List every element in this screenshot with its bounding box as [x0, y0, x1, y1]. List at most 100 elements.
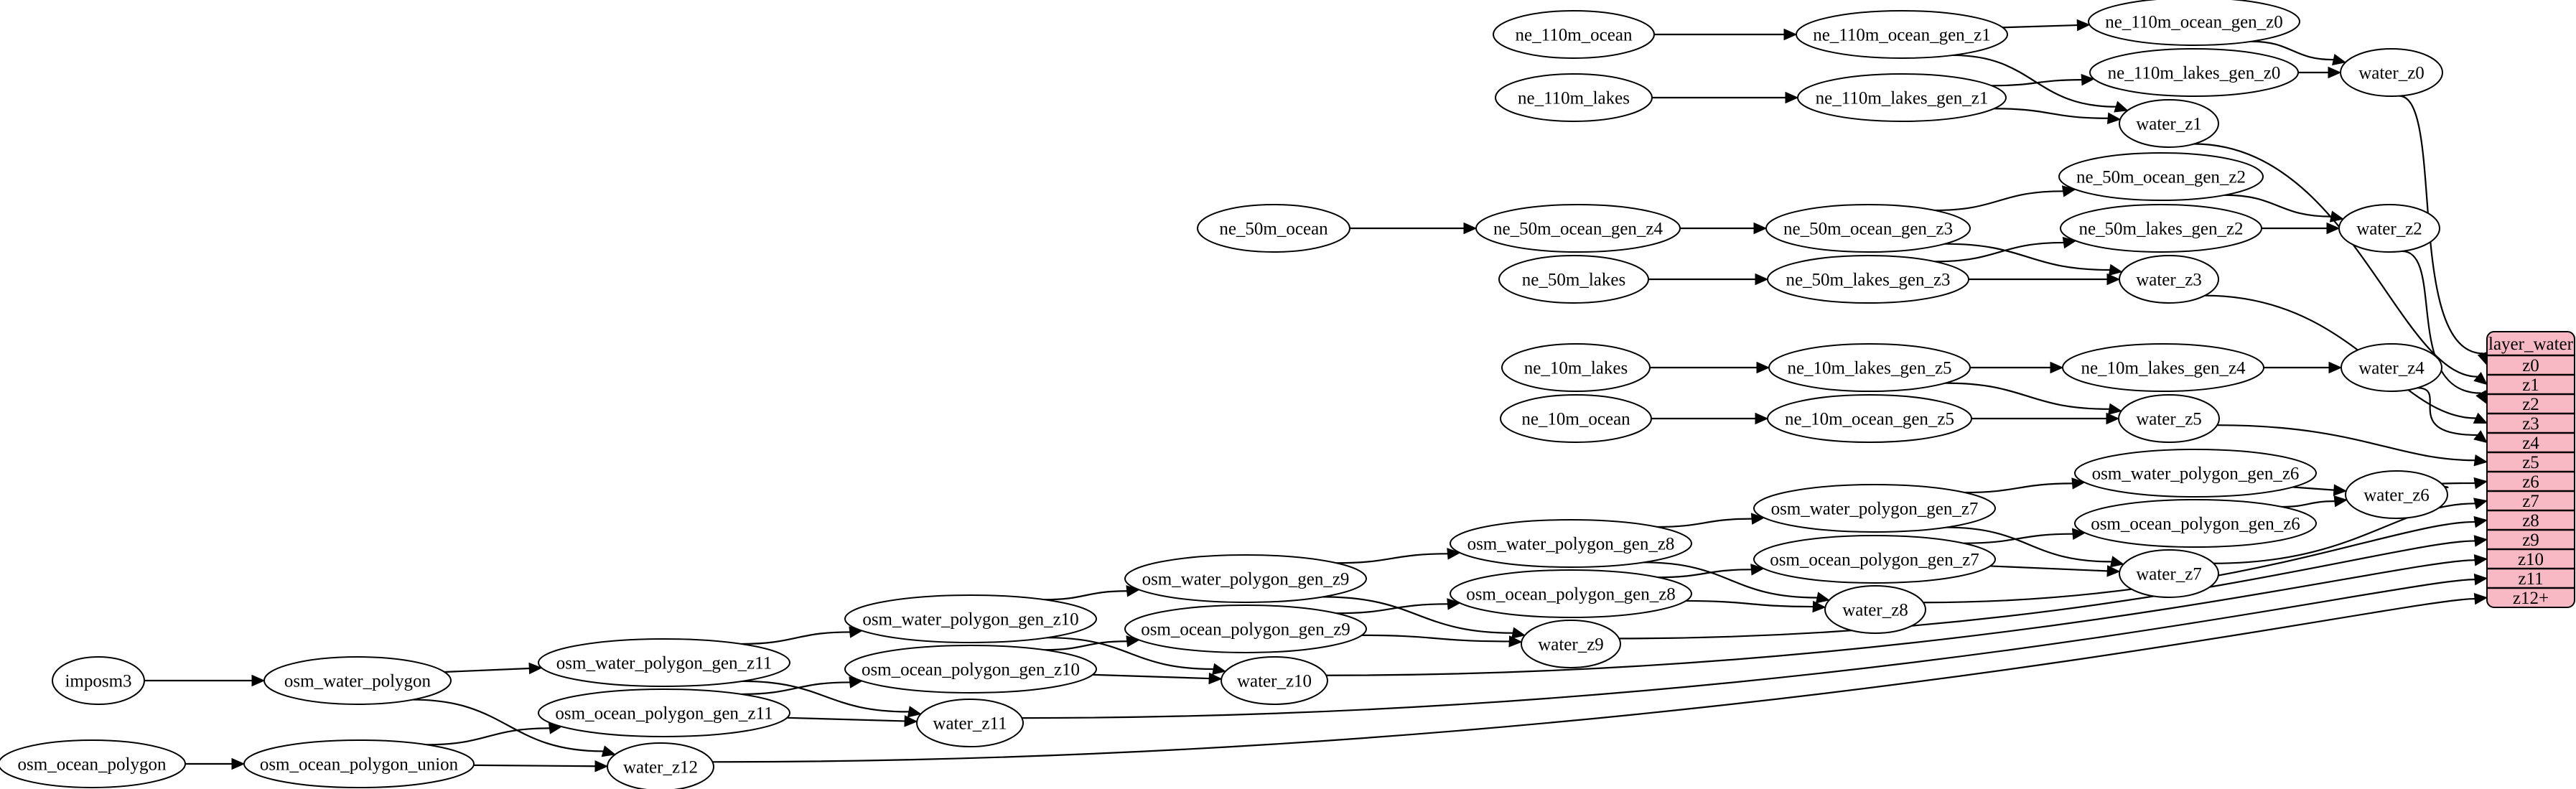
node-shape-water_z4[interactable]: [2341, 343, 2442, 392]
table-row-z1[interactable]: z1: [2522, 375, 2539, 395]
node-water_z0[interactable]: water_z0: [2340, 48, 2443, 97]
node-osm_ocean_polygon[interactable]: osm_ocean_polygon: [0, 739, 186, 788]
node-shape-water_z12[interactable]: [607, 742, 714, 789]
node-shape-osm_water_polygon_gen_z11[interactable]: [538, 638, 790, 687]
table-row-z9[interactable]: z9: [2522, 531, 2539, 550]
node-shape-ne_50m_ocean_gen_z4[interactable]: [1475, 204, 1681, 253]
node-water_z11[interactable]: water_z11: [916, 699, 1024, 747]
node-water_z2[interactable]: water_z2: [2338, 204, 2440, 253]
node-water_z10[interactable]: water_z10: [1221, 656, 1328, 705]
node-osm_ocean_polygon_gen_z6[interactable]: osm_ocean_polygon_gen_z6: [2074, 499, 2317, 548]
node-shape-water_z11[interactable]: [916, 699, 1024, 747]
node-shape-ne_50m_lakes[interactable]: [1498, 255, 1649, 304]
node-ne_50m_ocean_gen_z2[interactable]: ne_50m_ocean_gen_z2: [2058, 152, 2264, 201]
node-shape-osm_water_polygon_gen_z7[interactable]: [1753, 484, 1996, 533]
node-ne_50m_lakes[interactable]: ne_50m_lakes: [1498, 255, 1649, 304]
node-osm_ocean_polygon_gen_z10[interactable]: osm_ocean_polygon_gen_z10: [844, 645, 1097, 694]
node-shape-ne_50m_ocean_gen_z2[interactable]: [2058, 152, 2264, 201]
node-water_z5[interactable]: water_z5: [2118, 394, 2220, 443]
node-shape-osm_water_polygon_gen_z9[interactable]: [1124, 554, 1367, 603]
node-shape-ne_10m_ocean[interactable]: [1500, 394, 1652, 443]
node-ne_10m_lakes_gen_z5[interactable]: ne_10m_lakes_gen_z5: [1768, 343, 1971, 392]
node-shape-ne_110m_lakes_gen_z0[interactable]: [2089, 48, 2299, 97]
node-ne_50m_lakes_gen_z3[interactable]: ne_50m_lakes_gen_z3: [1767, 255, 1969, 304]
table-row-z4[interactable]: z4: [2522, 434, 2539, 453]
table-row-z5[interactable]: z5: [2522, 453, 2539, 472]
node-osm_water_polygon_gen_z7[interactable]: osm_water_polygon_gen_z7: [1753, 484, 1996, 533]
node-osm_ocean_polygon_union[interactable]: osm_ocean_polygon_union: [243, 739, 475, 788]
node-water_z9[interactable]: water_z9: [1521, 620, 1621, 668]
node-water_z8[interactable]: water_z8: [1824, 585, 1926, 634]
node-ne_110m_ocean_gen_z0[interactable]: ne_110m_ocean_gen_z0: [2088, 0, 2300, 46]
node-shape-osm_water_polygon_gen_z10[interactable]: [844, 594, 1097, 643]
node-shape-ne_110m_ocean[interactable]: [1493, 10, 1655, 59]
node-shape-osm_ocean_polygon_union[interactable]: [243, 739, 475, 788]
table-row-z7[interactable]: z7: [2522, 492, 2539, 511]
node-osm_water_polygon_gen_z10[interactable]: osm_water_polygon_gen_z10: [844, 594, 1097, 643]
node-shape-water_z8[interactable]: [1824, 585, 1926, 634]
node-shape-water_z5[interactable]: [2118, 394, 2220, 443]
node-ne_10m_ocean[interactable]: ne_10m_ocean: [1500, 394, 1652, 443]
node-water_z3[interactable]: water_z3: [2119, 255, 2219, 304]
node-shape-ne_110m_lakes[interactable]: [1495, 73, 1653, 122]
table-row-z10[interactable]: z10: [2518, 550, 2544, 569]
node-water_z7[interactable]: water_z7: [2119, 549, 2219, 598]
node-ne_50m_ocean_gen_z3[interactable]: ne_50m_ocean_gen_z3: [1765, 204, 1971, 253]
node-ne_110m_ocean[interactable]: ne_110m_ocean: [1493, 10, 1655, 59]
node-osm_ocean_polygon_gen_z9[interactable]: osm_ocean_polygon_gen_z9: [1124, 604, 1367, 653]
node-ne_110m_lakes_gen_z1[interactable]: ne_110m_lakes_gen_z1: [1797, 73, 2007, 122]
node-shape-water_z3[interactable]: [2119, 255, 2219, 304]
node-ne_10m_lakes_gen_z4[interactable]: ne_10m_lakes_gen_z4: [2062, 343, 2264, 392]
node-water_z4[interactable]: water_z4: [2341, 343, 2442, 392]
node-ne_50m_ocean[interactable]: ne_50m_ocean: [1197, 204, 1350, 253]
node-ne_110m_lakes_gen_z0[interactable]: ne_110m_lakes_gen_z0: [2089, 48, 2299, 97]
node-shape-water_z6[interactable]: [2345, 470, 2448, 519]
node-osm_water_polygon_gen_z6[interactable]: osm_water_polygon_gen_z6: [2074, 449, 2317, 498]
node-shape-osm_ocean_polygon_gen_z6[interactable]: [2074, 499, 2317, 548]
node-osm_water_polygon_gen_z8[interactable]: osm_water_polygon_gen_z8: [1450, 519, 1692, 568]
table-row-z0[interactable]: z0: [2522, 356, 2539, 375]
node-shape-osm_ocean_polygon_gen_z9[interactable]: [1124, 604, 1367, 653]
node-ne_10m_ocean_gen_z5[interactable]: ne_10m_ocean_gen_z5: [1767, 394, 1972, 443]
table-row-z2[interactable]: z2: [2522, 395, 2539, 414]
node-shape-ne_110m_ocean_gen_z1[interactable]: [1796, 10, 2008, 59]
node-osm_ocean_polygon_gen_z8[interactable]: osm_ocean_polygon_gen_z8: [1450, 569, 1692, 618]
node-ne_50m_lakes_gen_z2[interactable]: ne_50m_lakes_gen_z2: [2060, 204, 2262, 253]
node-shape-ne_10m_ocean_gen_z5[interactable]: [1767, 394, 1972, 443]
node-water_z1[interactable]: water_z1: [2119, 99, 2219, 148]
node-ne_110m_ocean_gen_z1[interactable]: ne_110m_ocean_gen_z1: [1796, 10, 2008, 59]
table-row-z3[interactable]: z3: [2522, 414, 2539, 434]
table-row-z6[interactable]: z6: [2522, 472, 2539, 492]
node-shape-water_z9[interactable]: [1521, 620, 1621, 668]
node-shape-ne_10m_lakes_gen_z4[interactable]: [2062, 343, 2264, 392]
node-osm_water_polygon_gen_z9[interactable]: osm_water_polygon_gen_z9: [1124, 554, 1367, 603]
node-shape-osm_ocean_polygon_gen_z8[interactable]: [1450, 569, 1692, 618]
node-shape-osm_ocean_polygon[interactable]: [0, 739, 186, 788]
node-shape-ne_50m_lakes_gen_z3[interactable]: [1767, 255, 1969, 304]
table-row-z8[interactable]: z8: [2522, 511, 2539, 531]
node-shape-osm_ocean_polygon_gen_z7[interactable]: [1753, 535, 1996, 584]
table-row-z12+[interactable]: z12+: [2513, 589, 2549, 608]
node-shape-ne_50m_ocean_gen_z3[interactable]: [1765, 204, 1971, 253]
node-osm_ocean_polygon_gen_z11[interactable]: osm_ocean_polygon_gen_z11: [538, 688, 790, 737]
node-shape-osm_water_polygon_gen_z8[interactable]: [1450, 519, 1692, 568]
node-shape-osm_ocean_polygon_gen_z10[interactable]: [844, 645, 1097, 694]
node-water_z6[interactable]: water_z6: [2345, 470, 2448, 519]
node-shape-osm_water_polygon_gen_z6[interactable]: [2074, 449, 2317, 498]
node-imposm3[interactable]: imposm3: [52, 656, 145, 705]
node-shape-ne_50m_ocean[interactable]: [1197, 204, 1350, 253]
node-osm_ocean_polygon_gen_z7[interactable]: osm_ocean_polygon_gen_z7: [1753, 535, 1996, 584]
node-ne_10m_lakes[interactable]: ne_10m_lakes: [1501, 343, 1651, 392]
node-shape-ne_10m_lakes[interactable]: [1501, 343, 1651, 392]
node-shape-ne_50m_lakes_gen_z2[interactable]: [2060, 204, 2262, 253]
node-shape-ne_10m_lakes_gen_z5[interactable]: [1768, 343, 1971, 392]
node-shape-water_z10[interactable]: [1221, 656, 1328, 705]
node-ne_50m_ocean_gen_z4[interactable]: ne_50m_ocean_gen_z4: [1475, 204, 1681, 253]
node-water_z12[interactable]: water_z12: [607, 742, 714, 789]
node-shape-water_z2[interactable]: [2338, 204, 2440, 253]
node-shape-ne_110m_lakes_gen_z1[interactable]: [1797, 73, 2007, 122]
node-shape-water_z1[interactable]: [2119, 99, 2219, 148]
node-shape-water_z7[interactable]: [2119, 549, 2219, 598]
node-ne_110m_lakes[interactable]: ne_110m_lakes: [1495, 73, 1653, 122]
table-row-z11[interactable]: z11: [2518, 569, 2543, 589]
